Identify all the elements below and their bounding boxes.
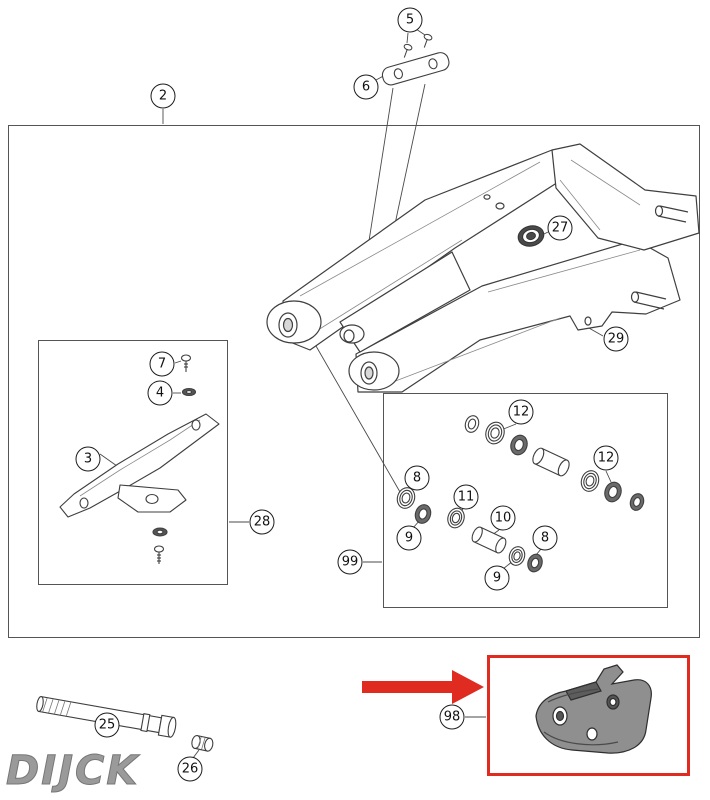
callout-10[interactable]: 10 — [490, 505, 516, 531]
watermark: DIJCK — [5, 748, 140, 795]
callout-29[interactable]: 29 — [603, 326, 629, 352]
callout-98[interactable]: 98 — [439, 704, 465, 730]
callout-2[interactable]: 2 — [150, 83, 176, 109]
callout-5[interactable]: 5 — [397, 7, 423, 33]
callout-8-b[interactable]: 8 — [532, 525, 558, 551]
callout-9-a[interactable]: 9 — [396, 525, 422, 551]
callout-26[interactable]: 26 — [177, 756, 203, 782]
callout-99[interactable]: 99 — [337, 549, 363, 575]
highlight-box-part-98 — [487, 655, 690, 776]
callout-6[interactable]: 6 — [353, 74, 379, 100]
top-bracket-part-6 — [381, 52, 450, 86]
main-assembly-box — [8, 125, 700, 638]
selection-arrow — [362, 670, 484, 704]
callout-12-b[interactable]: 12 — [593, 445, 619, 471]
screws-part-5 — [403, 33, 433, 58]
callout-3[interactable]: 3 — [75, 446, 101, 472]
callout-4[interactable]: 4 — [147, 380, 173, 406]
bearing-kit-box — [383, 393, 668, 608]
nut-part-26 — [191, 734, 214, 752]
callout-28[interactable]: 28 — [249, 509, 275, 535]
callout-12-a[interactable]: 12 — [508, 399, 534, 425]
callout-9-b[interactable]: 9 — [484, 565, 510, 591]
callout-11[interactable]: 11 — [453, 484, 479, 510]
callout-25[interactable]: 25 — [94, 712, 120, 738]
callout-8-a[interactable]: 8 — [404, 465, 430, 491]
slider-subassembly-box — [38, 340, 228, 585]
callout-27[interactable]: 27 — [547, 215, 573, 241]
callout-7[interactable]: 7 — [149, 351, 175, 377]
